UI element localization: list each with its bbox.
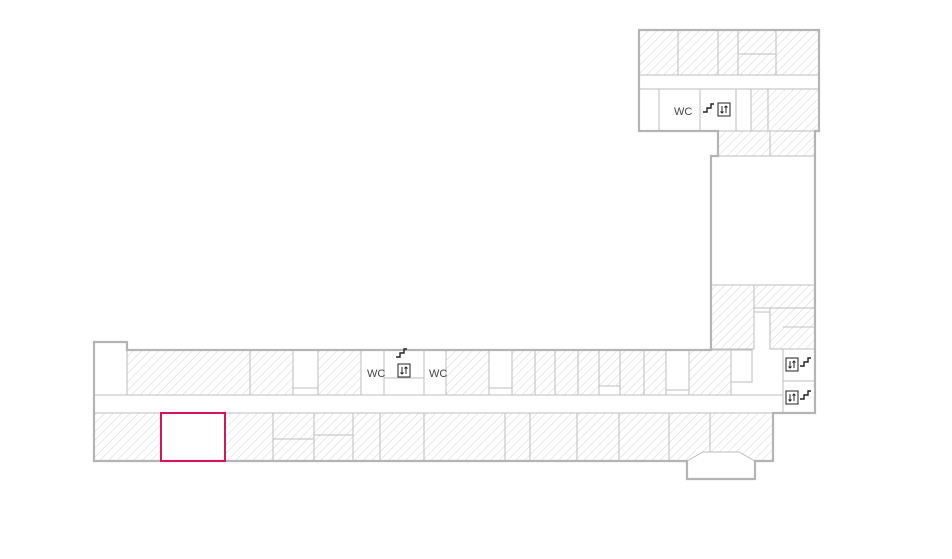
selected-room-highlight[interactable]	[160, 412, 226, 462]
east-wing	[710, 155, 816, 414]
room[interactable]	[643, 349, 667, 396]
elevator-icon	[717, 102, 731, 117]
room[interactable]	[730, 349, 753, 383]
main-wing	[93, 341, 784, 480]
corridor[interactable]	[710, 155, 816, 286]
room[interactable]	[638, 29, 679, 76]
room[interactable]	[445, 349, 490, 396]
room[interactable]	[423, 412, 506, 462]
room[interactable]	[577, 349, 600, 396]
room[interactable]	[710, 284, 755, 350]
room[interactable]	[292, 349, 319, 389]
stairs-icon	[703, 103, 714, 113]
room[interactable]	[767, 88, 820, 132]
room[interactable]	[317, 349, 362, 396]
room[interactable]	[313, 434, 354, 462]
room[interactable]	[272, 412, 315, 440]
wc-label: WC	[429, 368, 447, 380]
elevator-icon	[397, 363, 411, 378]
room[interactable]	[249, 349, 294, 396]
room[interactable]	[665, 349, 690, 391]
elevator-icon	[785, 357, 799, 372]
room[interactable]	[352, 412, 381, 462]
room[interactable]	[619, 349, 645, 396]
wc-label: WC	[367, 368, 385, 380]
room[interactable]	[224, 412, 274, 462]
room[interactable]	[488, 349, 513, 389]
room[interactable]	[511, 349, 536, 396]
corridor[interactable]	[93, 394, 784, 414]
north-wing	[638, 29, 820, 157]
room[interactable]	[93, 341, 128, 396]
building-outline	[92, 28, 821, 481]
room[interactable]	[598, 349, 621, 387]
room[interactable]	[753, 284, 816, 309]
room[interactable]	[775, 29, 820, 76]
elevator-icon	[785, 390, 799, 405]
room[interactable]	[534, 349, 556, 396]
room[interactable]	[717, 29, 739, 76]
room[interactable]	[93, 412, 162, 462]
room[interactable]	[638, 88, 660, 132]
room[interactable]	[750, 88, 769, 132]
room[interactable]	[769, 307, 816, 350]
room[interactable]	[504, 412, 531, 462]
room[interactable]	[737, 29, 777, 55]
wc-room[interactable]	[658, 88, 701, 132]
room[interactable]	[618, 412, 670, 462]
stairs-icon	[800, 357, 811, 367]
room[interactable]	[272, 438, 315, 462]
wc-label: WC	[674, 106, 692, 118]
room[interactable]	[769, 130, 816, 157]
room[interactable]	[379, 412, 425, 462]
corridor[interactable]	[638, 74, 820, 90]
room[interactable]	[554, 349, 579, 396]
entrance-bay[interactable]	[686, 451, 756, 480]
room[interactable]	[737, 53, 777, 76]
room[interactable]	[717, 130, 771, 157]
stairs-icon	[800, 390, 811, 400]
room[interactable]	[313, 412, 354, 436]
room[interactable]	[688, 349, 732, 396]
room[interactable]	[529, 412, 578, 462]
room[interactable]	[677, 29, 719, 76]
stairs-icon	[396, 348, 407, 358]
room[interactable]	[576, 412, 620, 462]
room[interactable]	[126, 349, 251, 396]
room[interactable]	[735, 88, 752, 132]
room[interactable]	[160, 412, 226, 462]
